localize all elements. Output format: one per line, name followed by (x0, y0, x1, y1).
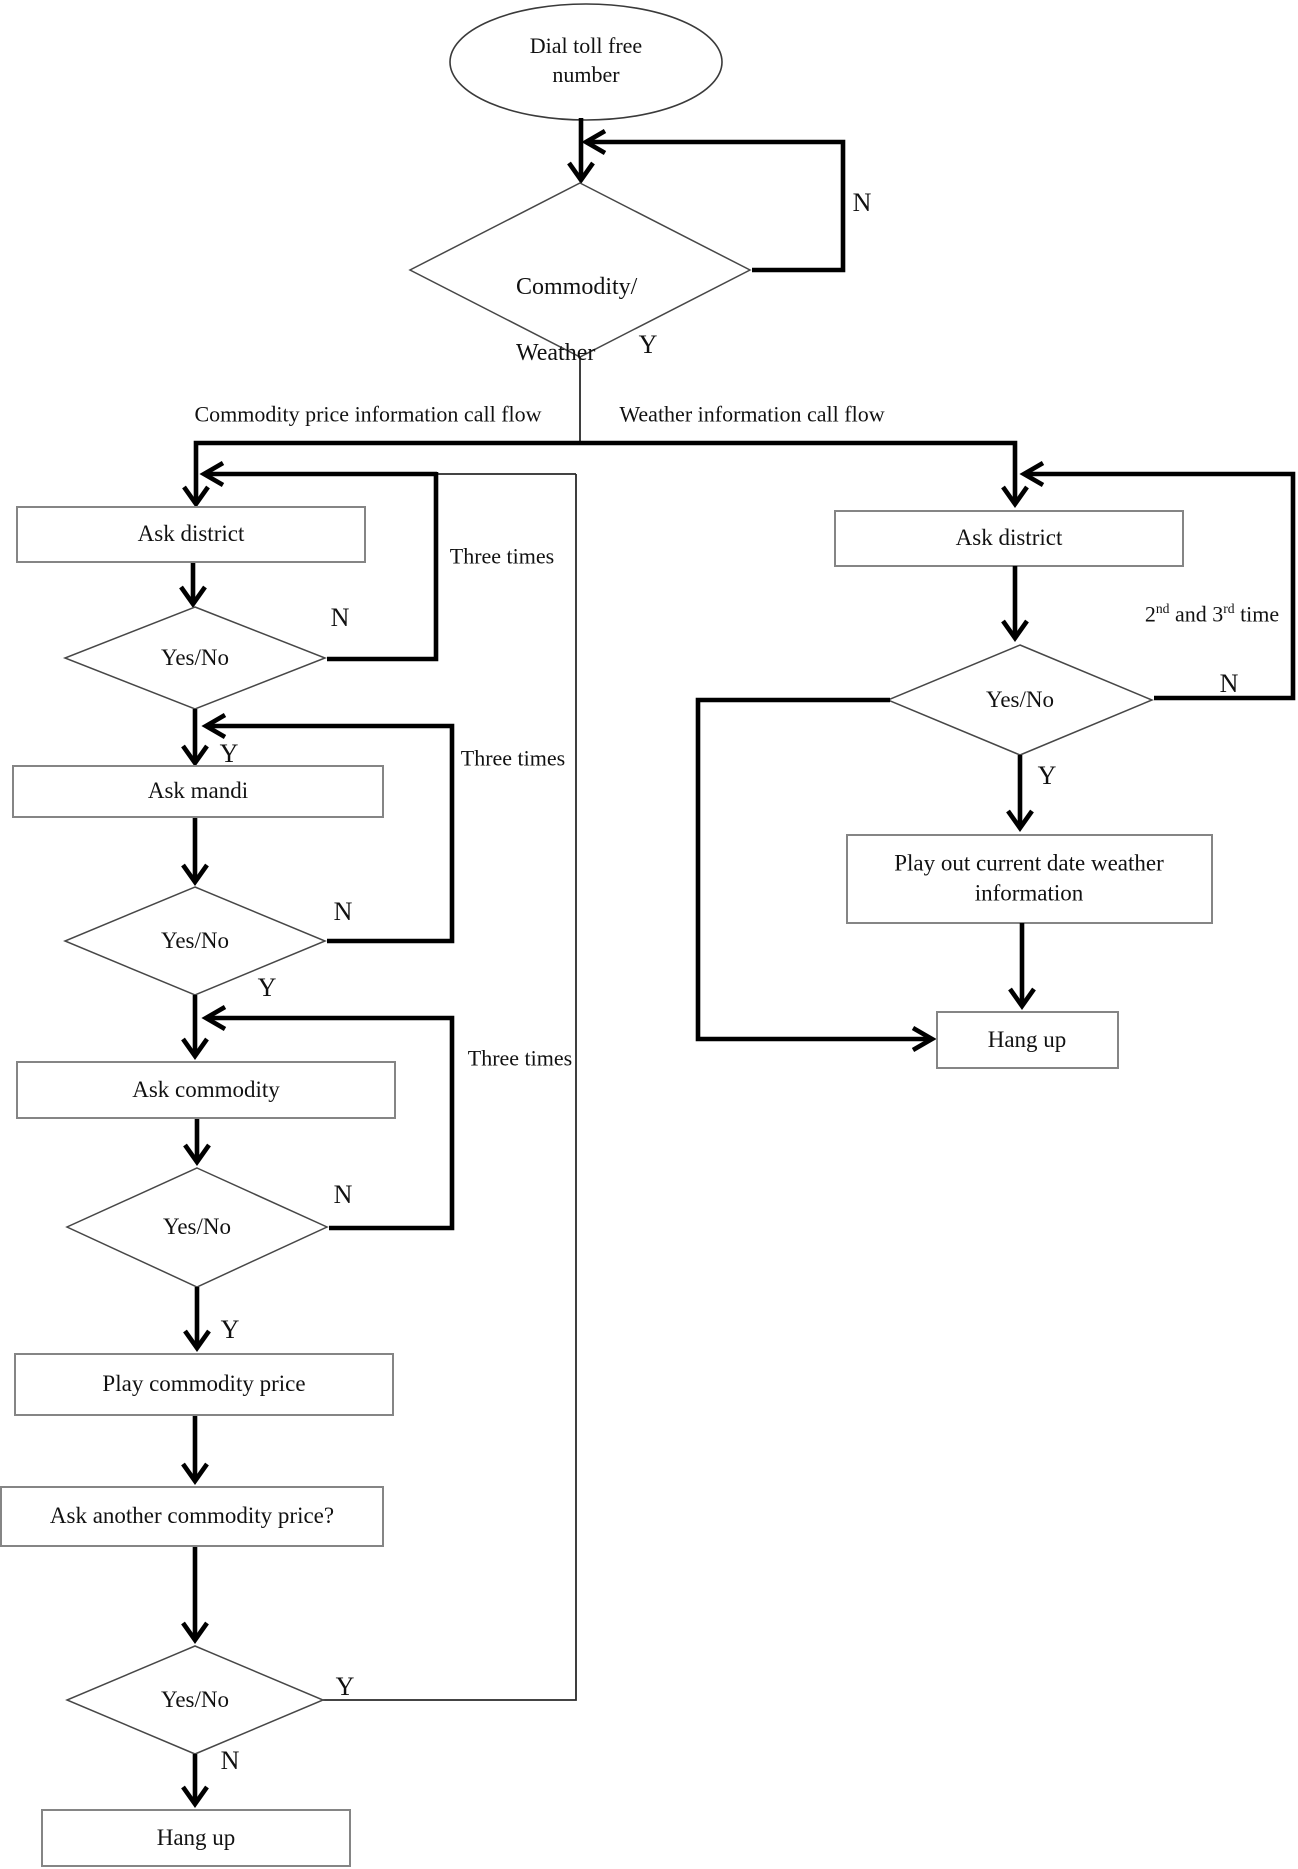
arrowhead-down-play-weather (1006, 809, 1034, 832)
ask-mandi-shape (12, 765, 384, 818)
arrowhead-down-left-ask-district (182, 485, 210, 508)
branch-label-commodity: Commodity price information call flow (194, 401, 542, 427)
left-hangup-label: Hang up (156, 1824, 236, 1850)
edge-label-another-yes: Y (335, 1671, 355, 1701)
right-hangup-shape (936, 1011, 1119, 1069)
retry-label-2: Three times (460, 745, 566, 771)
arrowhead-down-ask-commodity (181, 1037, 209, 1060)
left-decision3-label: Yes/No (163, 1213, 231, 1239)
edge-label-root-no: N (852, 187, 872, 217)
ask-mandi-label: Ask mandi (147, 777, 249, 803)
edge-label-root-yes: Y (638, 329, 658, 359)
loop-line-three-times-2 (206, 723, 455, 944)
retry-weather-part2: and 3 (1169, 601, 1224, 627)
arrowhead-down-left-decision1 (179, 585, 207, 608)
play-weather-label: Play out current date weather informatio… (894, 850, 1164, 906)
right-hangup-label: Hang up (987, 1026, 1067, 1052)
retry-label-weather: 2nd and 3rd time (1145, 599, 1279, 628)
retry-weather-part3: time (1234, 601, 1280, 627)
start-terminator-label: Dial toll free number (529, 32, 643, 87)
root-decision-line1: Commodity/ (516, 274, 638, 300)
arrowhead-down-left-decision2 (181, 863, 209, 886)
arrowhead-down-left-hangup (181, 1785, 209, 1808)
loop-line-three-times-3 (206, 1015, 455, 1231)
left-ask-district-shape (16, 506, 366, 563)
arrowhead-left-root-loop (581, 129, 607, 155)
arrowhead-right-hangup (911, 1026, 937, 1052)
loop-line-root-no (588, 139, 846, 273)
branch-label-weather: Weather information call flow (619, 401, 885, 427)
root-decision-label: Commodity/ Weather (516, 238, 637, 403)
right-ask-district-label: Ask district (955, 524, 1063, 550)
left-hangup-shape (41, 1809, 351, 1867)
arrowhead-left-commodity-reentry (201, 1005, 227, 1031)
arrowhead-down-root-decision (567, 161, 595, 184)
retry-label-3: Three times (467, 1045, 573, 1071)
arrowhead-left-mandi-reentry (201, 713, 227, 739)
start-terminator-shape (449, 3, 723, 121)
loop-line-2nd-3rd-time (1024, 471, 1296, 701)
edge-label-another-no: N (220, 1745, 240, 1775)
right-decision-label: Yes/No (986, 686, 1054, 712)
skip-line-to-hangup (695, 697, 928, 1042)
edge-label-weather-no: N (1219, 668, 1239, 698)
edge-label-commodity-no: N (333, 1179, 353, 1209)
edge-label-mandi-yes: Y (257, 972, 277, 1002)
left-decision4-label: Yes/No (161, 1686, 229, 1712)
retry-weather-part1: 2 (1144, 601, 1156, 627)
ask-commodity-shape (16, 1061, 396, 1119)
arrowhead-down-right-hangup (1008, 987, 1036, 1010)
right-ask-district-shape (834, 510, 1184, 567)
edge-label-district-yes: Y (219, 738, 239, 768)
play-price-label: Play commodity price (102, 1370, 306, 1396)
retry-label-1: Three times (449, 543, 555, 569)
ask-another-label: Ask another commodity price? (49, 1502, 335, 1528)
root-decision-line2: Weather (516, 340, 596, 366)
retry-weather-sup1: nd (1155, 601, 1170, 617)
left-decision1-label: Yes/No (161, 644, 229, 670)
loop-line-three-times-1 (327, 472, 439, 662)
arrowhead-down-play-price (183, 1329, 211, 1352)
feedback-line-vertical (323, 474, 577, 1701)
arrowhead-left-right-reentry (1019, 461, 1045, 487)
arrowhead-left-left-reentry (199, 461, 225, 487)
play-price-shape (14, 1353, 394, 1416)
arrowhead-down-ask-mandi (181, 744, 209, 767)
edge-label-district-no: N (330, 602, 350, 632)
arrowhead-down-left-decision3 (183, 1143, 211, 1166)
edge-label-mandi-no: N (333, 896, 353, 926)
ask-another-shape (0, 1486, 384, 1547)
ask-commodity-label: Ask commodity (132, 1076, 280, 1102)
arrowhead-down-right-decision (1001, 619, 1029, 642)
arrowhead-down-right-ask-district (1001, 485, 1029, 508)
left-decision2-label: Yes/No (161, 927, 229, 953)
edge-label-commodity-yes: Y (220, 1314, 240, 1344)
edge-label-weather-yes: Y (1037, 760, 1057, 790)
left-ask-district-label: Ask district (137, 520, 245, 546)
split-line (193, 440, 1018, 503)
arrowhead-down-left-decision4 (181, 1621, 209, 1644)
play-weather-shape (846, 834, 1213, 924)
arrowhead-down-ask-another (181, 1462, 209, 1485)
retry-weather-sup2: rd (1223, 601, 1235, 617)
